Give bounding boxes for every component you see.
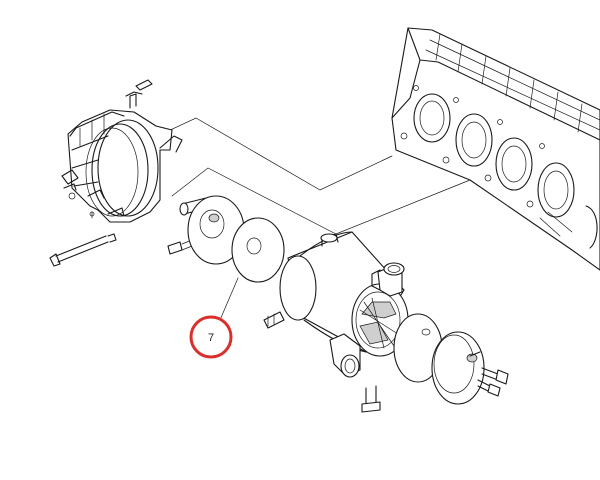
mounting-bracket bbox=[61, 79, 183, 223]
callout-ring bbox=[189, 315, 233, 359]
gasket-part-7 bbox=[219, 217, 285, 321]
assembly-leader-lines bbox=[165, 117, 471, 235]
flange-cover bbox=[179, 195, 245, 265]
callout-label: 7 bbox=[208, 332, 214, 344]
engine-block bbox=[391, 27, 600, 271]
oil-cooler-body bbox=[263, 231, 409, 413]
callout-7[interactable]: 7 bbox=[189, 315, 233, 359]
long-bolt bbox=[49, 233, 117, 267]
end-cap bbox=[431, 331, 485, 405]
end-cap-bolts bbox=[477, 367, 509, 397]
small-bolt-left bbox=[167, 239, 193, 255]
